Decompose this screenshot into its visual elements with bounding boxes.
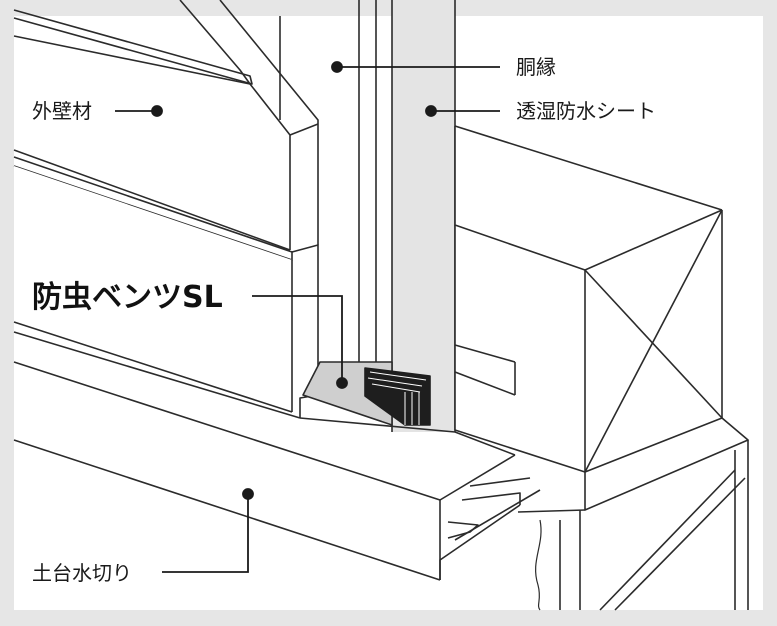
label-exterior-wall: 外壁材 bbox=[32, 99, 92, 123]
exterior-wall-lower bbox=[13, 140, 319, 418]
eave-edge bbox=[179, 0, 319, 140]
dot-product bbox=[336, 377, 348, 389]
dot-furring-strip bbox=[331, 61, 343, 73]
label-furring-strip: 胴縁 bbox=[516, 55, 556, 79]
label-foundation-flashing: 土台水切り bbox=[32, 561, 132, 585]
label-product: 防虫ベンツSL bbox=[32, 280, 223, 315]
foundation-flashing bbox=[13, 331, 541, 581]
label-breathable-sheet: 透湿防水シート bbox=[516, 99, 656, 123]
furring-strip bbox=[279, 0, 377, 362]
callouts bbox=[115, 61, 500, 573]
breathable-sheet bbox=[391, 0, 456, 432]
vent-product bbox=[302, 361, 431, 426]
dot-breathable-sheet bbox=[425, 105, 437, 117]
dot-foundation-flashing bbox=[242, 488, 254, 500]
dot-exterior-wall bbox=[151, 105, 163, 117]
leader-product bbox=[252, 295, 343, 382]
drawing bbox=[13, 0, 749, 611]
foundation-box bbox=[454, 125, 749, 611]
leader-foundation-flashing bbox=[162, 495, 249, 573]
